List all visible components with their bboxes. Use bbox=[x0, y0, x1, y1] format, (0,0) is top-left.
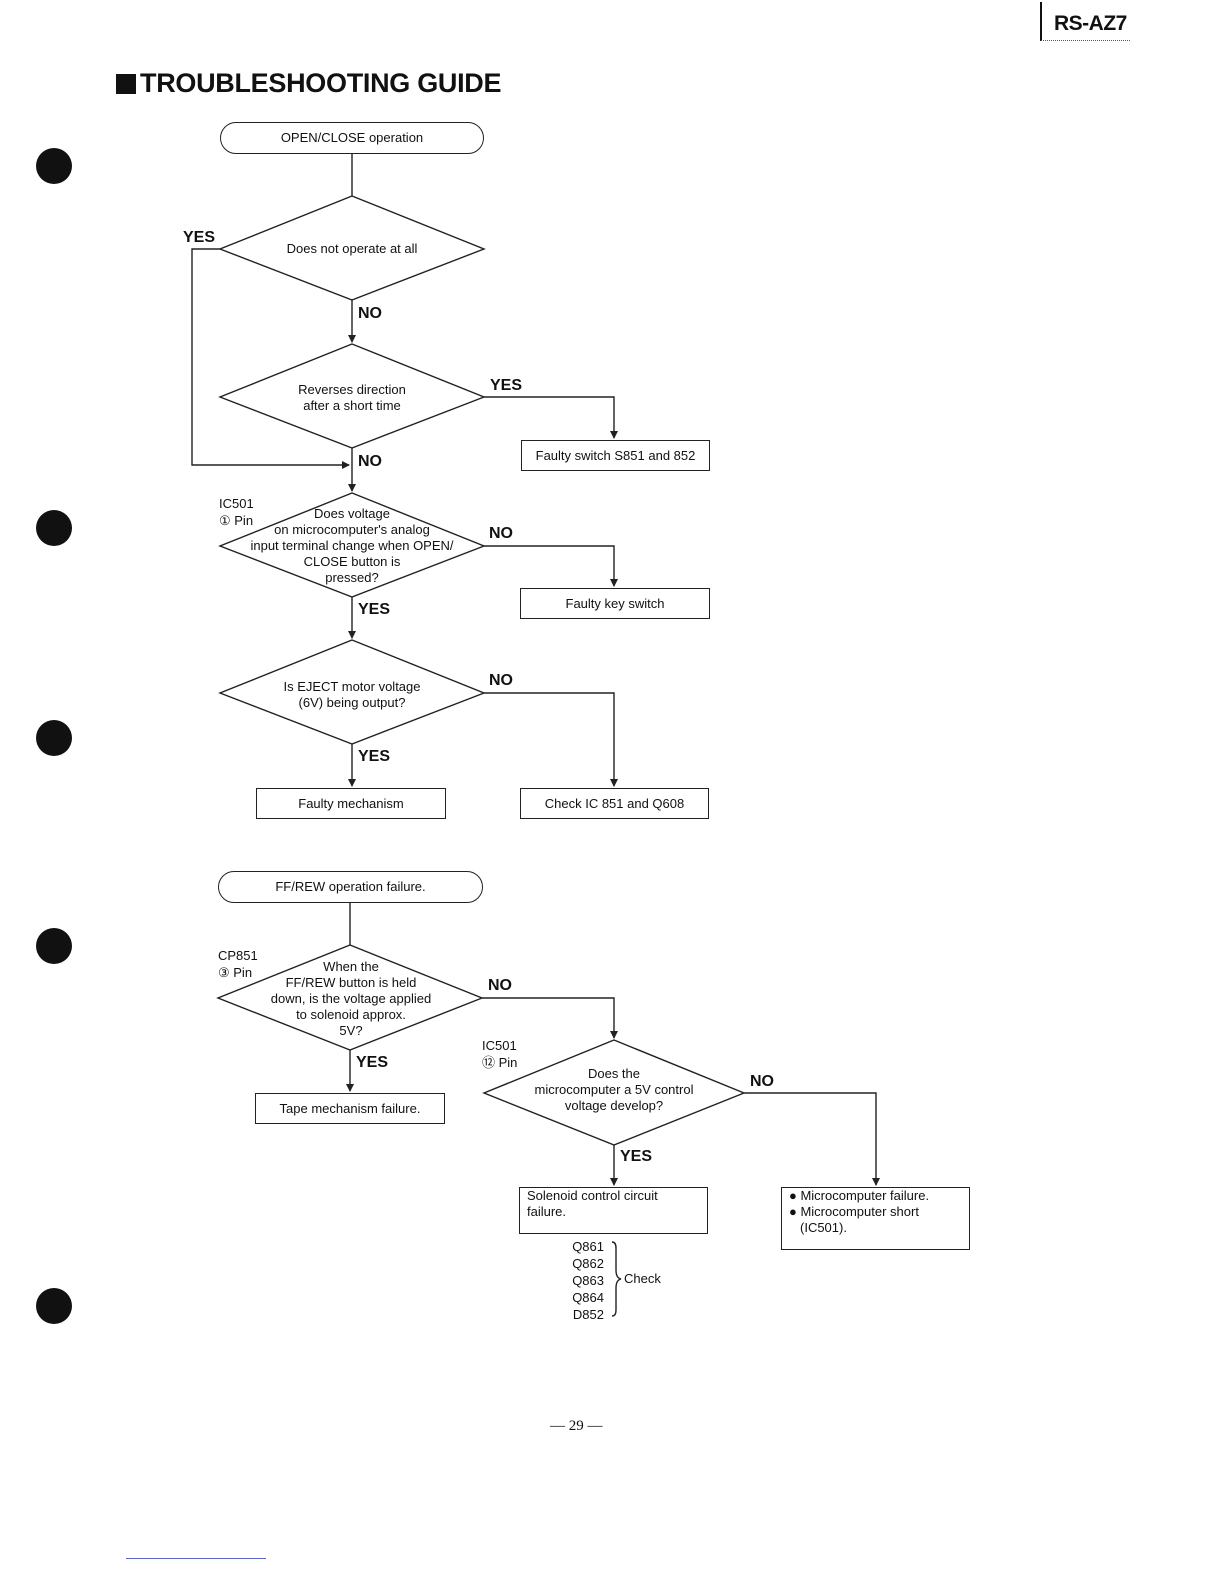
start-open-close: OPEN/CLOSE operation bbox=[220, 122, 484, 154]
decision-line: after a short time bbox=[303, 398, 401, 413]
label-no: NO bbox=[358, 453, 382, 470]
decision-line: voltage develop? bbox=[564, 1098, 664, 1113]
check-item: Q864 bbox=[572, 1290, 604, 1305]
ref-line: ③ Pin bbox=[218, 965, 253, 980]
label-no: NO bbox=[358, 305, 382, 322]
decision-line: Reverses direction bbox=[298, 382, 406, 397]
ref-ic501-pin12: IC501 ⑫ Pin bbox=[482, 1037, 517, 1071]
check-list: Q861 Q862 Q863 Q864 D852 bbox=[566, 1238, 604, 1323]
decision-line: CLOSE button is bbox=[303, 554, 401, 569]
check-bracket bbox=[611, 1241, 622, 1317]
decision-line: input terminal change when OPEN/ bbox=[250, 538, 454, 553]
title-square-icon bbox=[116, 74, 136, 94]
page-number: — 29 — bbox=[550, 1418, 603, 1434]
binding-hole-icon bbox=[36, 510, 72, 546]
decision-line: pressed? bbox=[325, 570, 379, 585]
result-faulty-mechanism: Faulty mechanism bbox=[256, 788, 446, 819]
label-no: NO bbox=[750, 1073, 774, 1090]
decision-line: microcomputer a 5V control bbox=[534, 1082, 694, 1097]
ref-line: CP851 bbox=[218, 948, 258, 963]
ref-cp851: CP851 ③ Pin bbox=[218, 947, 258, 981]
result-line: (IC501). bbox=[800, 1220, 847, 1235]
result-microcomputer: ● Microcomputer failure. ● Microcomputer… bbox=[781, 1187, 970, 1250]
label-yes: YES bbox=[183, 229, 216, 246]
check-item: Q861 bbox=[572, 1239, 604, 1254]
check-item: Q863 bbox=[572, 1273, 604, 1288]
decision-line: Does voltage bbox=[314, 506, 390, 521]
ref-line: IC501 bbox=[219, 496, 254, 511]
decision-reverses: Reverses direction after a short time bbox=[250, 381, 454, 415]
decision-line: on microcomputer's analog bbox=[274, 522, 430, 537]
result-line: Solenoid control circuit bbox=[527, 1188, 658, 1203]
model-box: RS-AZ7 bbox=[1040, 2, 1130, 41]
label-yes: YES bbox=[620, 1148, 653, 1165]
label-no: NO bbox=[488, 977, 512, 994]
label-yes: YES bbox=[356, 1054, 389, 1071]
label-yes: YES bbox=[358, 748, 391, 765]
binding-hole-icon bbox=[36, 148, 72, 184]
result-solenoid-control: Solenoid control circuit failure. bbox=[519, 1187, 708, 1234]
title-text: TROUBLESHOOTING GUIDE bbox=[140, 68, 502, 98]
result-line: failure. bbox=[527, 1204, 567, 1219]
divider bbox=[126, 1558, 266, 1559]
decision-line: FF/REW button is held bbox=[285, 975, 417, 990]
label-yes: YES bbox=[490, 377, 523, 394]
decision-voltage-change: Does voltage on microcomputer's analog i… bbox=[240, 506, 464, 586]
check-label: Check bbox=[624, 1271, 661, 1286]
check-item: Q862 bbox=[572, 1256, 604, 1271]
check-item: D852 bbox=[572, 1307, 604, 1322]
ref-ic501: IC501 ① Pin bbox=[219, 495, 254, 529]
decision-line: 5V? bbox=[339, 1023, 363, 1038]
page-title: TROUBLESHOOTING GUIDE bbox=[116, 68, 502, 99]
decision-eject-voltage: Is EJECT motor voltage (6V) being output… bbox=[250, 678, 454, 712]
decision-not-operate: Does not operate at all bbox=[286, 241, 418, 256]
result-faulty-key-switch: Faulty key switch bbox=[520, 588, 710, 619]
ref-line: ① Pin bbox=[219, 513, 254, 528]
decision-5v-control: Does the microcomputer a 5V control volt… bbox=[514, 1065, 714, 1115]
ref-line: IC501 bbox=[482, 1038, 517, 1053]
decision-solenoid-voltage: When the FF/REW button is held down, is … bbox=[240, 957, 462, 1041]
ref-line: ⑫ Pin bbox=[482, 1055, 518, 1070]
result-line: ● Microcomputer short bbox=[789, 1204, 919, 1219]
result-faulty-switch: Faulty switch S851 and 852 bbox=[521, 440, 710, 471]
start-ff-rew: FF/REW operation failure. bbox=[218, 871, 483, 903]
decision-line: Is EJECT motor voltage bbox=[283, 679, 421, 694]
decision-line: When the bbox=[323, 959, 379, 974]
model-label: RS-AZ7 bbox=[1054, 12, 1127, 35]
label-no: NO bbox=[489, 525, 513, 542]
label-no: NO bbox=[489, 672, 513, 689]
decision-line: down, is the voltage applied bbox=[270, 991, 432, 1006]
binding-hole-icon bbox=[36, 720, 72, 756]
result-tape-mechanism: Tape mechanism failure. bbox=[255, 1093, 445, 1124]
result-line: ● Microcomputer failure. bbox=[789, 1188, 930, 1203]
binding-hole-icon bbox=[36, 928, 72, 964]
decision-line: to solenoid approx. bbox=[296, 1007, 406, 1022]
decision-line: Does the bbox=[587, 1066, 641, 1081]
binding-hole-icon bbox=[36, 1288, 72, 1324]
label-yes: YES bbox=[358, 601, 391, 618]
decision-line: (6V) being output? bbox=[298, 695, 406, 710]
result-check-ic851: Check IC 851 and Q608 bbox=[520, 788, 709, 819]
